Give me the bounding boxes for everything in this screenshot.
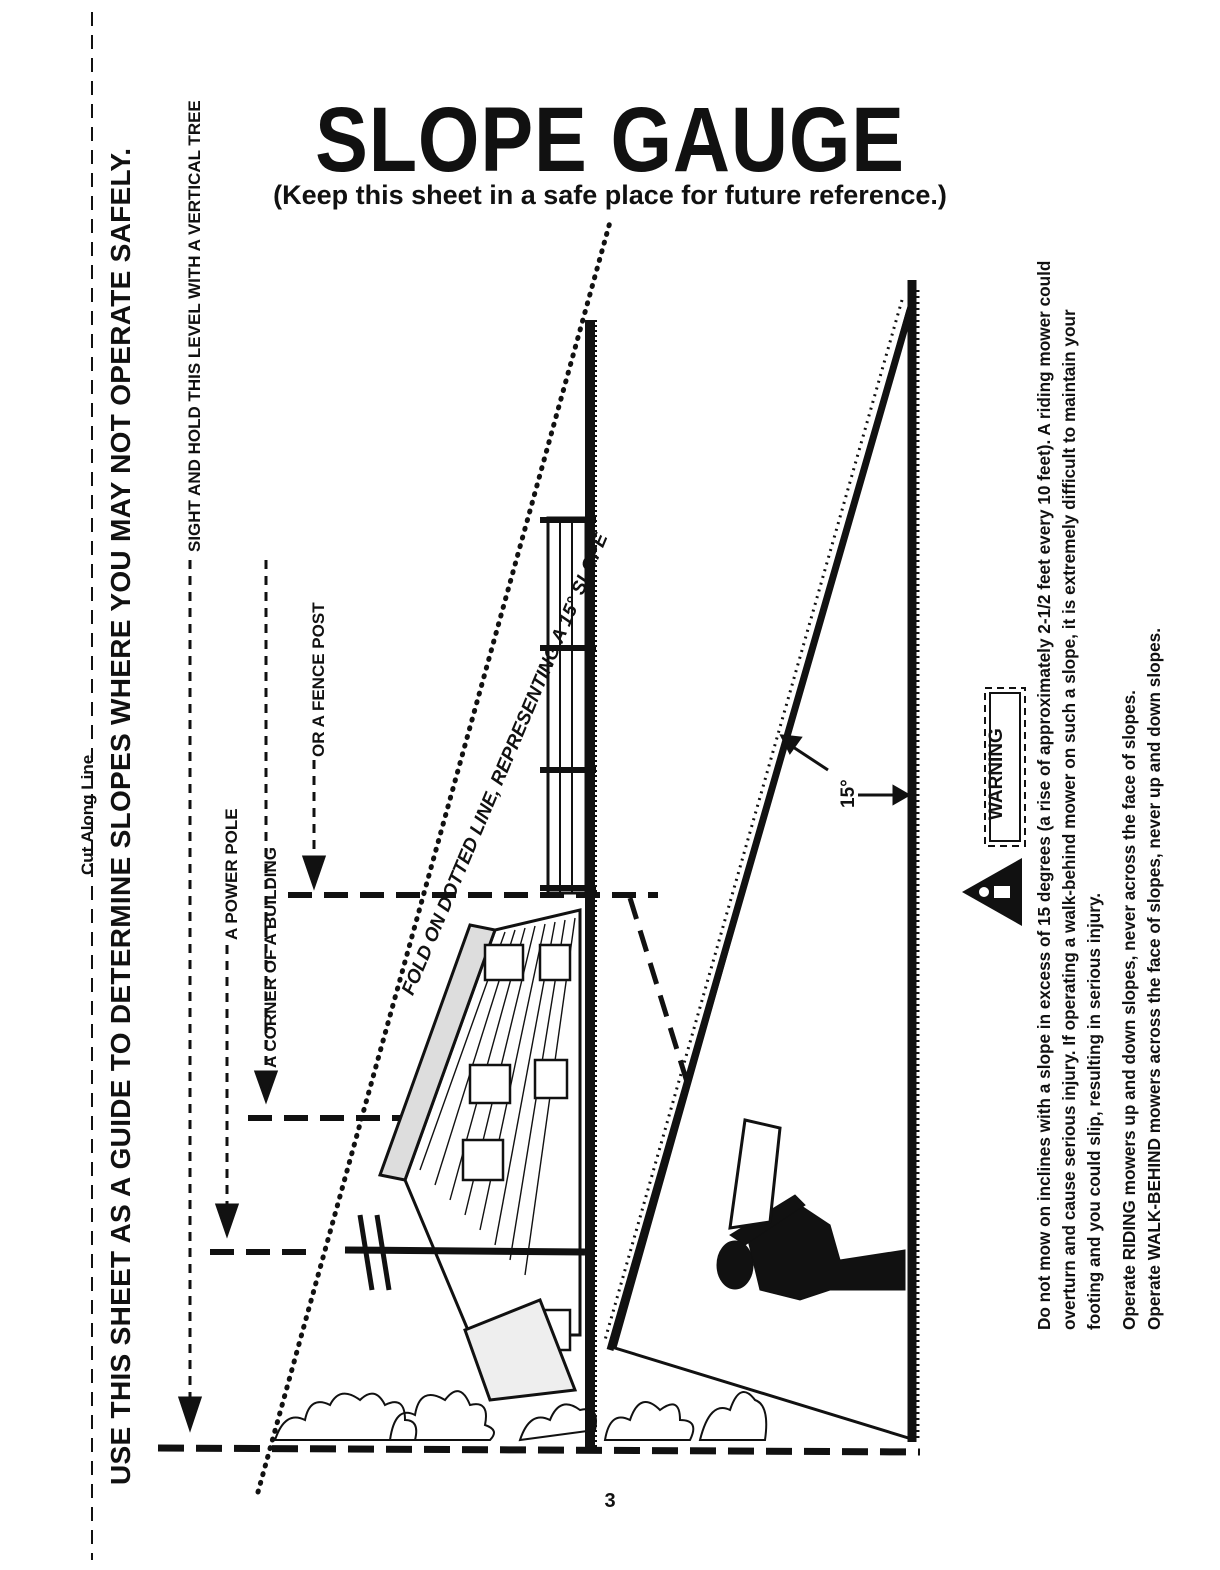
cut-line-label: Cut Along Line <box>78 754 97 875</box>
guide-label-building: A CORNER OF A BUILDING <box>261 847 280 1068</box>
warning-triangle-icon <box>962 858 1022 926</box>
person-silhouette <box>716 1118 906 1301</box>
fold-dotted-line <box>255 219 613 1495</box>
warning-badge <box>984 687 1026 847</box>
page-number: 3 <box>604 1490 616 1512</box>
fence <box>540 516 596 895</box>
slope-triangle <box>603 280 920 1443</box>
walk-behind-mower-instruction: Operate WALK-BEHIND mowers across the fa… <box>1144 628 1164 1330</box>
warning-paragraph: Do not mow on inclines with a slope in e… <box>1034 260 1104 1330</box>
page-title: SLOPE GAUGE <box>315 89 905 191</box>
warning-text-block: Do not mow on inclines with a slope in e… <box>1032 250 1167 1330</box>
guide-label-fence: OR A FENCE POST <box>309 602 328 757</box>
guide-label-tree: SIGHT AND HOLD THIS LEVEL WITH A VERTICA… <box>185 100 204 552</box>
guide-label-pole: A POWER POLE <box>222 808 241 940</box>
shrubs <box>273 1390 768 1442</box>
page-subtitle: (Keep this sheet in a safe place for fut… <box>273 180 947 210</box>
warning-badge-label: WARNING <box>986 728 1007 820</box>
side-heading: USE THIS SHEET AS A GUIDE TO DETERMINE S… <box>105 147 136 1485</box>
guide-lines <box>177 560 327 1433</box>
riding-mower-instruction: Operate RIDING mowers up and down slopes… <box>1119 690 1139 1330</box>
house <box>377 908 582 1402</box>
power-pole <box>344 1214 586 1291</box>
angle-label: 15° <box>838 779 859 808</box>
ground-level-line <box>157 1444 921 1456</box>
angle-marker <box>779 734 912 806</box>
